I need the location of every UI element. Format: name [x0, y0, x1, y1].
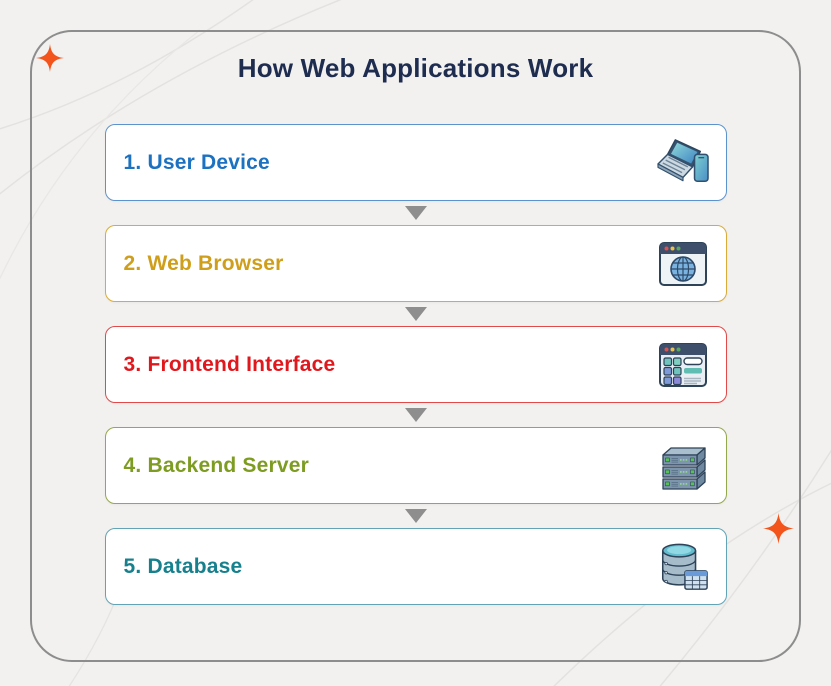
server-stack-icon	[654, 438, 712, 494]
step-label: 5. Database	[123, 554, 243, 578]
arrow-down-icon	[404, 206, 427, 221]
step-label: 4. Backend Server	[123, 453, 310, 477]
step-label: 3. Frontend Interface	[123, 352, 336, 376]
step-label: 1. User Device	[123, 150, 270, 174]
sparkle-icon	[763, 513, 794, 544]
flow-connector	[404, 201, 427, 225]
laptop-phone-icon	[654, 135, 712, 191]
step-card-frontend-interface: 3. Frontend Interface	[104, 326, 727, 404]
database-table-icon	[654, 539, 712, 595]
step-card-user-device: 1. User Device	[104, 124, 727, 202]
flow-connector	[404, 504, 427, 528]
arrow-down-icon	[404, 509, 427, 524]
flow-diagram: 1. User Device	[32, 124, 799, 606]
step-label: 2. Web Browser	[123, 251, 284, 275]
sparkle-icon	[36, 44, 64, 72]
diagram-container: How Web Applications Work 1. User Device	[30, 30, 801, 662]
frontend-window-icon	[654, 337, 712, 393]
browser-globe-icon	[654, 236, 712, 292]
flow-connector	[404, 403, 427, 427]
page-title: How Web Applications Work	[237, 53, 594, 83]
arrow-down-icon	[404, 408, 427, 423]
flow-connector	[404, 302, 427, 326]
step-card-web-browser: 2. Web Browser	[104, 225, 727, 303]
step-card-database: 5. Database	[104, 528, 727, 606]
arrow-down-icon	[404, 307, 427, 322]
step-card-backend-server: 4. Backend Server	[104, 427, 727, 505]
